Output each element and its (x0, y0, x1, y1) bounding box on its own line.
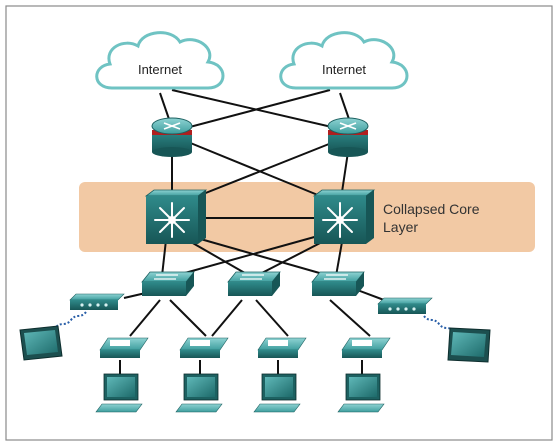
wireless-signal-right-icon (423, 315, 455, 332)
router-arrows-icon (339, 122, 357, 130)
ap-ports-icon (388, 307, 416, 311)
internet-cloud-left: Internet (95, 31, 225, 90)
pc-2 (175, 373, 223, 413)
phone-handset-icon (352, 340, 372, 346)
ip-phone-2 (179, 337, 229, 358)
tablet-left (19, 325, 63, 361)
phone-handset-icon (110, 340, 130, 346)
phone-handset-icon (190, 340, 210, 346)
core-switch-left (144, 189, 208, 244)
switch-arrows-icon (324, 274, 348, 280)
phone-handset-icon (268, 340, 288, 346)
access-switch-1 (141, 271, 195, 296)
switch-arrows-icon (154, 274, 178, 280)
wireless-ap-left (69, 293, 125, 310)
core-layer-label-line1: Collapsed Core (383, 201, 480, 217)
pc-4 (337, 373, 385, 413)
core-switch-right (312, 189, 376, 244)
ip-phone-3 (257, 337, 307, 358)
tablet-right (447, 327, 491, 363)
links (119, 89, 385, 374)
internet-cloud-right: Internet (279, 31, 409, 90)
access-switch-2 (227, 271, 281, 296)
router-arrows-icon (163, 122, 181, 130)
router-left (151, 117, 193, 157)
cloud-label-right: Internet (322, 62, 366, 77)
cloud-label-left: Internet (138, 62, 182, 77)
wireless-ap-right (377, 297, 433, 314)
switch-arrows-icon (240, 274, 264, 280)
router-right (327, 117, 369, 157)
core-layer-label-line2: Layer (383, 219, 418, 235)
ip-phone-1 (99, 337, 149, 358)
core-layer-label: Collapsed Core Layer (383, 201, 483, 235)
pc-3 (253, 373, 301, 413)
ip-phone-4 (341, 337, 391, 358)
access-switch-3 (311, 271, 365, 296)
pc-1 (95, 373, 143, 413)
ap-ports-icon (80, 303, 108, 307)
wireless-signal-left-icon (55, 311, 87, 328)
